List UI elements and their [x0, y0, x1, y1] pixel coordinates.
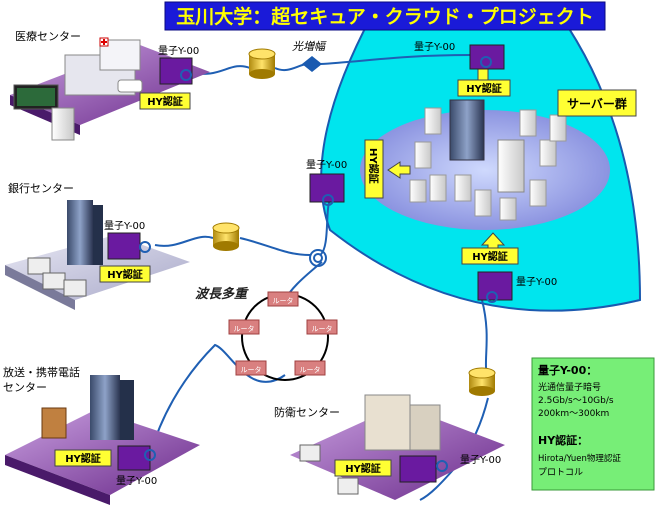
svg-text:ルータ: ルータ: [234, 324, 255, 333]
router: ルータ: [235, 360, 267, 376]
label-server-group: サーバー群: [567, 96, 627, 111]
y00-device-icon: [107, 232, 151, 260]
legend-box: [531, 357, 655, 491]
wdm-coupler: [309, 249, 327, 267]
y00-label: 量子Y-00: [158, 45, 199, 57]
legend-hy-line2: プロトコル: [538, 467, 583, 478]
y00-label: 量子Y-00: [516, 276, 557, 288]
y00-label: 量子Y-00: [104, 220, 145, 232]
legend-hy-line1: Hirota/Yuen物理認証: [538, 453, 621, 464]
y00-device-icon: [159, 57, 193, 85]
optical-amplifier-icon: [302, 56, 322, 72]
label-defense-center: 防衛センター: [274, 405, 340, 419]
server-cluster: [360, 99, 610, 230]
svg-text:HY認証: HY認証: [65, 452, 101, 465]
svg-text:ルータ: ルータ: [241, 365, 262, 374]
fiber-spool-icon: [468, 367, 496, 396]
legend-y00-line3: 200km～300km: [538, 409, 609, 419]
fiber-spool-icon: [212, 222, 240, 251]
bank-center-site: [5, 200, 190, 310]
title-banner: [164, 1, 606, 31]
svg-text:HY認証: HY認証: [147, 95, 183, 108]
label-optical-amp: 光増幅: [292, 40, 327, 53]
legend-y00-line1: 光通信量子暗号: [538, 381, 601, 393]
y00-device-icon: [399, 455, 448, 483]
hy-auth-box: HY認証: [54, 449, 112, 467]
hy-auth-box-vertical: HY認証: [364, 139, 384, 199]
svg-text:ルータ: ルータ: [300, 365, 321, 374]
y00-device-icon: [477, 271, 513, 303]
y00-label: 量子Y-00: [116, 475, 157, 487]
broadcast-center-site: [5, 375, 200, 505]
hy-auth-box: HY認証: [99, 265, 151, 283]
legend-hy-title: HY認証：: [538, 433, 588, 447]
router: ルータ: [228, 319, 260, 335]
server-group-box: [557, 89, 637, 117]
svg-text:ルータ: ルータ: [273, 296, 294, 305]
page-title: 玉川大学：超セキュア・クラウド・プロジェクト: [176, 5, 594, 28]
router: ルータ: [294, 360, 326, 376]
fiber-spool-icon: [248, 48, 276, 79]
label-medical-center: 医療センター: [15, 29, 81, 43]
label-broadcast-line2: センター: [3, 381, 47, 394]
hy-auth-box: HY認証: [334, 459, 392, 477]
router: ルータ: [267, 291, 299, 307]
svg-text:ルータ: ルータ: [312, 324, 333, 333]
y00-label: 量子Y-00: [306, 159, 347, 171]
legend-y00-line2: 2.5Gb/s～10Gb/s: [538, 396, 614, 406]
label-wdm: 波長多重: [195, 286, 249, 302]
svg-text:HY認証: HY認証: [345, 462, 381, 475]
hy-auth-box: HY認証: [461, 247, 519, 265]
router-group: ルータ ルータ ルータ ルータ ルータ: [228, 291, 338, 376]
svg-text:HY認証: HY認証: [107, 268, 143, 281]
arrow-left: [387, 161, 411, 179]
svg-text:HY認証: HY認証: [367, 148, 380, 184]
y00-label: 量子Y-00: [460, 454, 501, 466]
router: ルータ: [306, 319, 338, 335]
label-broadcast-line1: 放送・携帯電話: [3, 365, 80, 379]
hy-auth-box: HY認証: [457, 79, 511, 97]
legend-y00-title: 量子Y-00：: [538, 364, 597, 377]
wdm-coupler-inner: [313, 253, 323, 263]
y00-label: 量子Y-00: [414, 41, 455, 53]
y00-device-icon: [469, 44, 505, 70]
hy-auth-box: HY認証: [139, 92, 191, 110]
y00-device-icon: [117, 445, 156, 471]
label-bank-center: 銀行センター: [8, 181, 74, 195]
svg-text:HY認証: HY認証: [472, 250, 508, 263]
svg-text:HY認証: HY認証: [466, 82, 502, 95]
y00-device-icon: [309, 173, 345, 206]
